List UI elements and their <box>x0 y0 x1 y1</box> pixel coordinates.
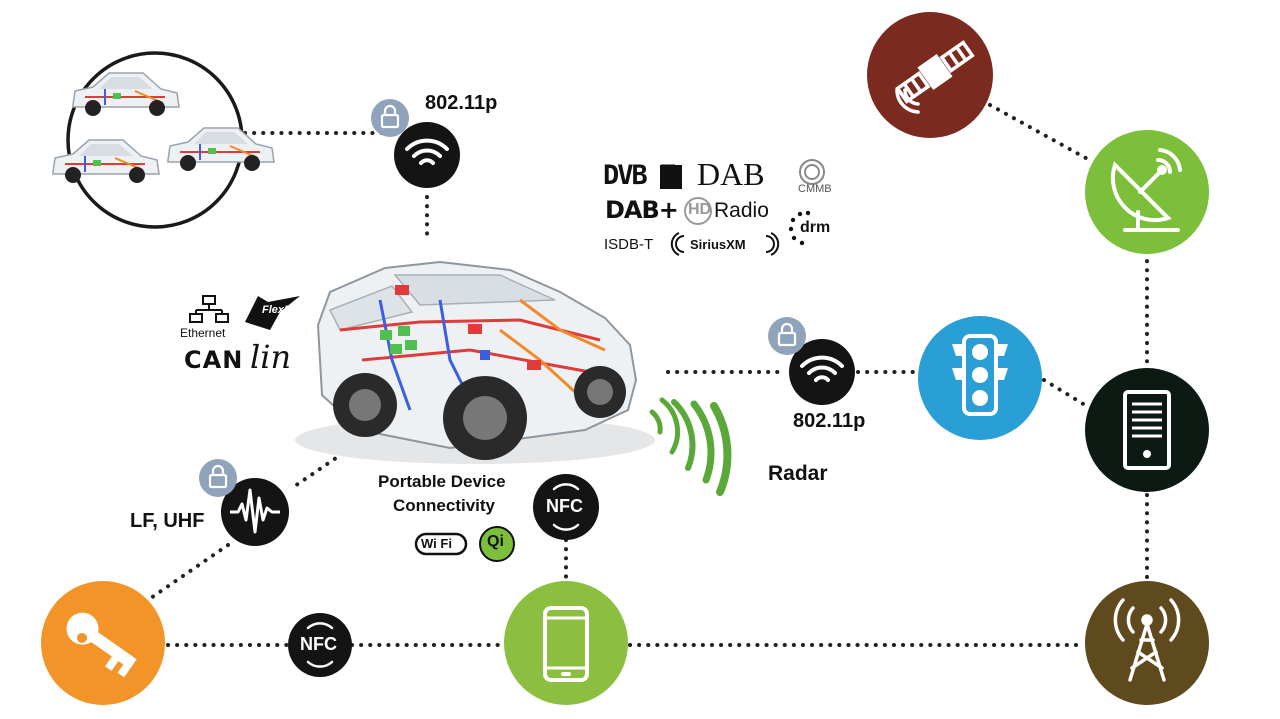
can-logo: CAN <box>184 346 244 374</box>
nfc-wave-icon <box>306 660 334 668</box>
nfc-node-phone <box>533 474 599 540</box>
wifi-node-top <box>369 97 460 188</box>
satellite-node <box>867 12 993 138</box>
nfc-wave-icon <box>552 483 580 491</box>
cmmb-logo: CMMB <box>798 183 832 195</box>
v2v-protocol-label: 802.11p <box>425 92 498 114</box>
ethernet-logo: Ethernet <box>180 326 226 340</box>
smartphone-icon <box>543 606 589 682</box>
wifi-node-right <box>766 315 855 405</box>
radar-icon <box>649 397 732 496</box>
dabplus-logo: DAB+ <box>605 196 679 224</box>
isdbt-logo: ISDB-T <box>604 236 654 253</box>
key-icon <box>66 612 137 678</box>
siriusxm-waves-icon <box>670 232 780 256</box>
qi-logo <box>479 526 515 562</box>
dvbt-badge <box>660 165 682 189</box>
portable-device-label: Portable Device <box>378 472 506 491</box>
key-node <box>41 581 165 705</box>
lf-uhf-label: LF, UHF <box>130 510 205 532</box>
waveform-icon <box>230 488 280 534</box>
link-satellite-dish <box>988 103 1095 164</box>
dvbt-logo: DVB T <box>603 160 676 191</box>
fleet-car-icon <box>167 127 275 172</box>
ethernet-network-icon <box>189 295 229 323</box>
cmmb-mark-icon <box>799 159 825 185</box>
flexray-logo: FlexRay <box>262 304 305 316</box>
traffic-node <box>918 316 1042 440</box>
siriusxm-logo: SiriusXM <box>690 237 746 252</box>
nfc-phone-text: NFC <box>546 496 583 516</box>
dish-node <box>1085 130 1209 254</box>
connectivity-label: Connectivity <box>393 496 496 515</box>
radio-tower-icon <box>1113 598 1181 682</box>
phone-node <box>504 581 628 705</box>
traffic-light-icon <box>952 334 1008 416</box>
satellite-dish-icon <box>1110 148 1182 232</box>
flexray-star-icon <box>245 296 300 330</box>
hd-radio-mark-icon <box>684 197 712 225</box>
nfc-node-key <box>288 613 352 677</box>
nfc-wave-icon <box>552 523 580 531</box>
lock-icon <box>766 315 808 357</box>
qi-logo-text: Qi <box>487 533 504 550</box>
lock-icon <box>369 97 411 139</box>
v2i-protocol-label: 802.11p <box>793 410 866 432</box>
wifi-logo-text: Wi Fi <box>421 536 452 551</box>
radar-label: Radar <box>768 462 828 485</box>
hd-logo: HD <box>688 201 712 218</box>
radio-logo: Radio <box>714 199 769 222</box>
link-signal-key <box>146 543 230 602</box>
wifi-alliance-logo <box>414 532 468 556</box>
lf-uhf-node <box>197 457 289 546</box>
link-traffic-server <box>1042 378 1087 407</box>
server-icon <box>1123 390 1171 470</box>
drm-dots-icon <box>788 210 811 246</box>
lock-icon <box>197 457 239 499</box>
dab-logo: DAB <box>697 156 765 192</box>
fleet-car-icon <box>72 72 180 117</box>
lin-logo: lin <box>250 338 292 376</box>
nfc-key-text: NFC <box>300 634 337 654</box>
nfc-wave-icon <box>306 622 334 630</box>
car-icon <box>295 260 655 464</box>
satellite-icon <box>895 40 975 104</box>
tower-node <box>1085 581 1209 705</box>
vehicle-fleet <box>52 51 275 229</box>
server-node <box>1085 368 1209 492</box>
drm-logo: drm <box>800 219 831 236</box>
